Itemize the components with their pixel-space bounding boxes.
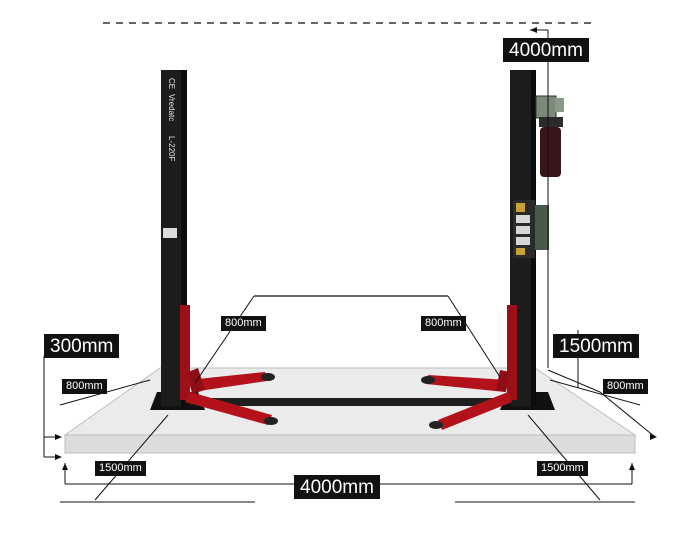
side-left-label: 800mm xyxy=(62,379,107,394)
arm-right-label: 800mm xyxy=(421,316,466,331)
side-right-long xyxy=(599,391,656,438)
control-box xyxy=(513,200,549,258)
side-right-label: 800mm xyxy=(603,379,648,394)
arm-left-label: 800mm xyxy=(221,316,266,331)
height-total-label: 4000mm xyxy=(503,38,589,62)
post-model: L-220F xyxy=(167,136,176,162)
post-brand: Vredatc xyxy=(167,94,176,122)
left-post xyxy=(150,70,205,410)
base-dim-arrow-bottom xyxy=(55,454,62,460)
depth-right-line xyxy=(527,414,601,501)
depth-left-label: 1500mm xyxy=(95,461,146,476)
arm-left-diagonal xyxy=(194,295,255,384)
height-mid-label: 1500mm xyxy=(553,334,639,358)
mid-dim-diag xyxy=(547,369,601,393)
depth-right-label: 1500mm xyxy=(537,461,588,476)
height-dim-arrow xyxy=(530,27,537,33)
arm-right-diagonal xyxy=(447,295,501,378)
width-dim-arrow-left xyxy=(62,463,68,470)
left-lift-arms xyxy=(185,368,278,425)
width-dim-arrow-right xyxy=(629,463,635,470)
base-dim-arrow-top xyxy=(55,434,62,440)
side-right-arrow xyxy=(650,433,657,440)
right-lift-arms xyxy=(421,370,512,430)
height-base-label: 300mm xyxy=(44,334,120,358)
post-ce-mark: CE xyxy=(167,78,176,90)
side-right-line xyxy=(549,379,641,406)
depth-left-line xyxy=(94,414,169,501)
width-total-label: 4000mm xyxy=(294,475,380,499)
floor-plate xyxy=(185,398,515,406)
hydraulic-pump xyxy=(535,95,564,177)
